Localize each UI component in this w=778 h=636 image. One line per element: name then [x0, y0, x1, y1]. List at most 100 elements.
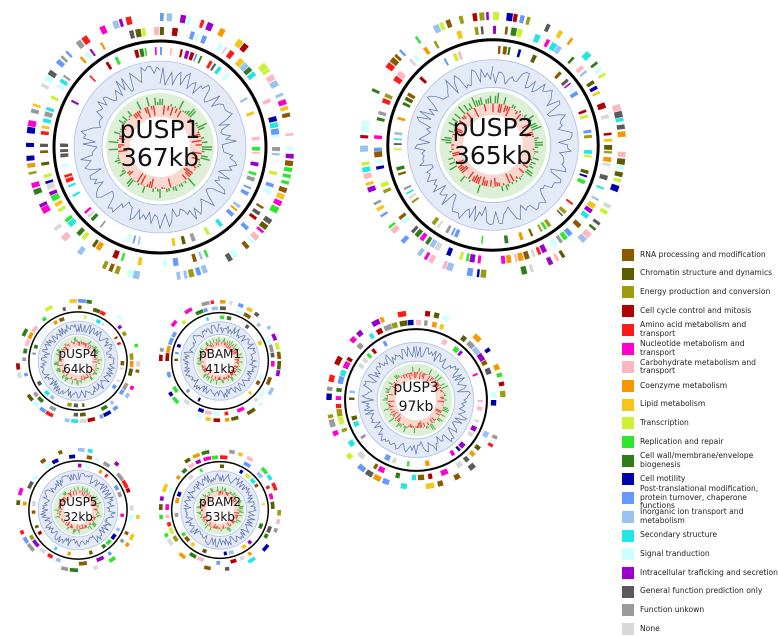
- gene-segment: [246, 111, 255, 117]
- gene-segment: [192, 453, 200, 459]
- gene-segment: [172, 238, 176, 246]
- gene-segment: [498, 46, 501, 54]
- gene-segment: [466, 268, 473, 277]
- plasmid-size-pbam2: 53kb: [205, 510, 235, 524]
- gc-skew-spike: [418, 423, 419, 428]
- plasmid-map: [159, 300, 281, 422]
- gene-segment: [119, 19, 124, 28]
- gene-segment: [141, 28, 146, 36]
- gc-skew-spike: [57, 365, 59, 366]
- gene-segment: [266, 526, 272, 533]
- gene-segment: [188, 52, 194, 61]
- gc-skew-spike: [426, 374, 427, 375]
- gene-segment: [396, 165, 405, 170]
- gene-segment: [220, 455, 228, 459]
- gene-segment: [54, 546, 58, 550]
- gc-skew-spike: [163, 105, 164, 115]
- gene-segment: [102, 260, 109, 269]
- gc-skew-spike: [218, 487, 219, 491]
- gc-skew-spike: [135, 181, 136, 182]
- gene-segment: [361, 161, 369, 165]
- gene-segment: [590, 61, 598, 68]
- gene-segment: [363, 172, 372, 179]
- gene-segment: [474, 27, 479, 35]
- gene-segment: [266, 474, 272, 481]
- gene-segment: [60, 143, 68, 147]
- gene-segment: [492, 434, 498, 439]
- plasmid-size-pusp1: 367kb: [121, 143, 199, 172]
- gc-skew-spike: [389, 405, 392, 406]
- gene-segment: [487, 442, 493, 448]
- gene-segment: [44, 462, 52, 469]
- gene-segment: [240, 222, 249, 231]
- gene-segment: [238, 303, 244, 308]
- legend-swatch: [622, 455, 634, 467]
- gene-segment: [197, 556, 204, 562]
- gene-segment: [474, 444, 481, 451]
- gene-segment: [327, 386, 333, 391]
- gene-segment: [383, 187, 392, 193]
- gene-segment: [101, 322, 105, 326]
- gene-segment: [39, 333, 44, 338]
- gene-segment: [71, 419, 78, 423]
- gene-segment: [597, 102, 606, 110]
- gene-segment: [27, 163, 36, 168]
- gene-segment: [617, 124, 625, 130]
- legend-label: Inorganic ion transport and metabolism: [640, 508, 778, 525]
- gene-segment: [262, 98, 271, 105]
- gene-segment: [168, 527, 174, 535]
- gene-segment: [114, 485, 120, 491]
- gene-segment: [110, 533, 116, 540]
- gene-segment: [201, 265, 208, 274]
- gene-segment: [101, 544, 106, 549]
- gene-segment: [129, 514, 134, 521]
- gene-segment: [553, 253, 559, 261]
- gene-segment: [24, 372, 28, 376]
- gene-segment: [399, 320, 407, 326]
- gene-segment: [252, 152, 260, 154]
- gene-segment: [95, 457, 100, 462]
- gene-segment: [195, 459, 201, 464]
- gene-segment: [617, 131, 625, 137]
- gene-segment: [432, 321, 438, 327]
- gene-segment: [164, 533, 169, 538]
- gene-segment: [581, 51, 591, 61]
- gene-segment: [604, 133, 612, 136]
- gene-segment: [213, 412, 220, 416]
- gc-skew-spike: [223, 380, 224, 383]
- gene-segment: [16, 500, 20, 505]
- gc-skew-spike: [409, 425, 410, 427]
- gene-segment: [222, 73, 230, 82]
- legend-item: Cell cycle control and mitosis: [622, 304, 778, 318]
- gene-segment: [558, 250, 565, 258]
- gene-segment: [220, 306, 226, 310]
- gene-segment: [603, 157, 611, 163]
- gc-skew-spike: [153, 189, 154, 193]
- gene-segment: [479, 12, 485, 20]
- gene-segment: [482, 430, 489, 438]
- legend-label: Function unkown: [640, 606, 778, 615]
- gene-segment: [112, 250, 120, 259]
- gene-segment: [272, 153, 280, 156]
- gene-segment: [136, 361, 140, 367]
- plasmid-name-pusp4: pUSP4: [59, 347, 98, 361]
- gene-segment: [610, 184, 620, 193]
- gene-segment: [79, 561, 87, 565]
- gene-segment: [31, 181, 40, 188]
- gene-segment: [273, 528, 278, 533]
- gene-segment: [269, 204, 279, 213]
- gene-segment: [271, 333, 277, 341]
- gene-segment: [519, 15, 525, 24]
- gene-segment: [517, 49, 522, 57]
- gene-segment: [31, 108, 40, 114]
- gene-segment: [586, 80, 595, 87]
- gc-skew-spike: [224, 378, 225, 380]
- gene-segment: [460, 335, 467, 342]
- legend-swatch: [622, 249, 634, 261]
- gene-segment: [285, 133, 293, 136]
- gene-segment: [282, 173, 291, 178]
- gene-segment: [184, 536, 190, 542]
- gene-segment: [26, 155, 34, 161]
- gene-segment: [614, 111, 623, 119]
- plasmid-name-pbam2: pBAM2: [199, 495, 241, 509]
